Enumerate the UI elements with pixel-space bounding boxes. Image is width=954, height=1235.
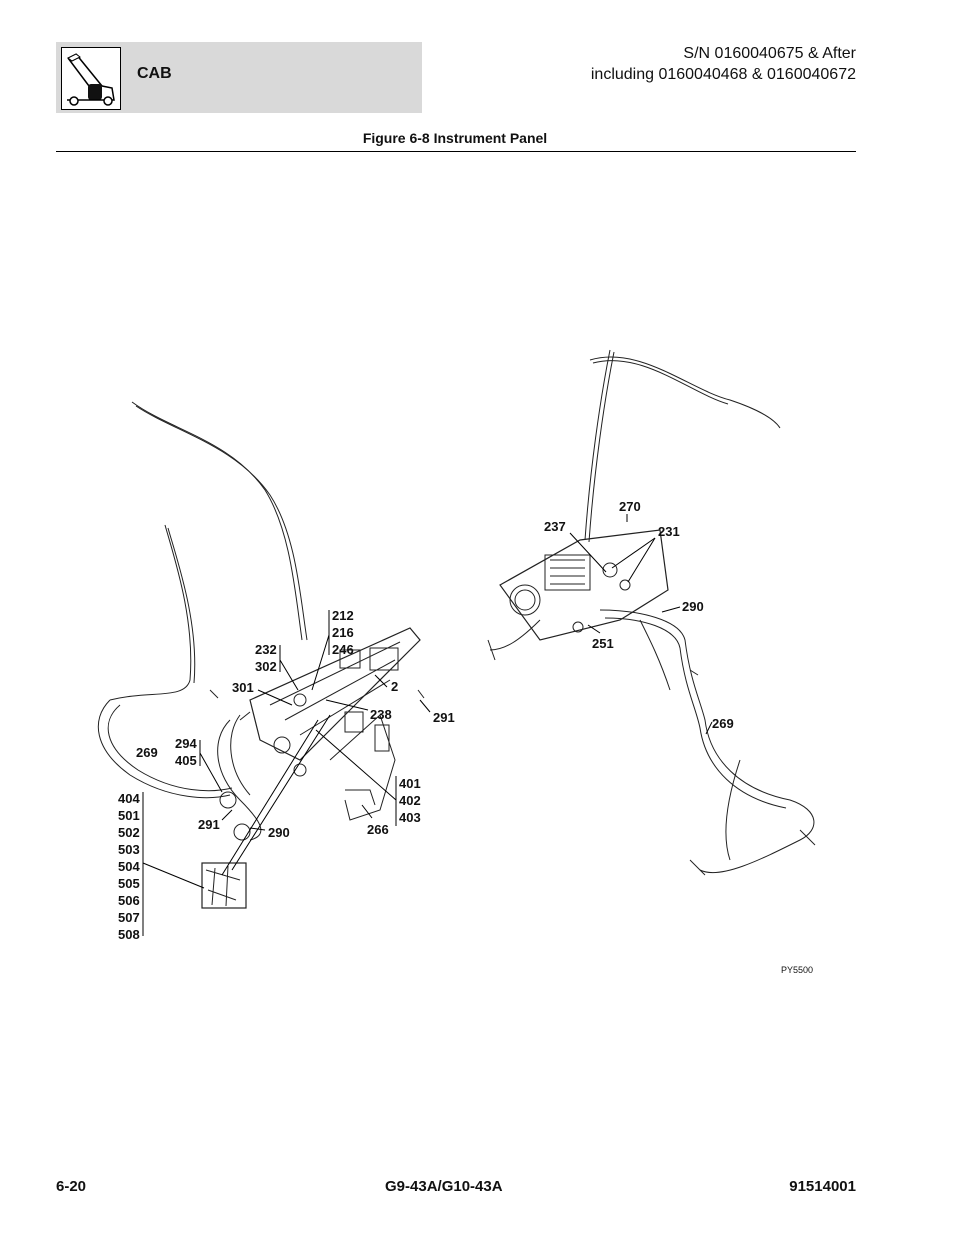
callout-302: 302	[255, 659, 277, 674]
callout-266: 266	[367, 822, 389, 837]
callout-503: 503	[118, 842, 140, 857]
callout-402: 402	[399, 793, 421, 808]
model-number: G9-43A/G10-43A	[385, 1178, 503, 1195]
callout-246: 246	[332, 642, 354, 657]
callout-group-294-405: 294 405	[175, 735, 197, 769]
header-rule	[56, 151, 856, 152]
callout-216: 216	[332, 625, 354, 640]
page-number: 6-20	[56, 1178, 87, 1195]
callout-269-right: 269	[712, 716, 734, 731]
callout-401: 401	[399, 776, 421, 791]
callout-238: 238	[370, 707, 392, 722]
callout-505: 505	[118, 876, 140, 891]
callout-507: 507	[118, 910, 140, 925]
serial-number-range: S/N 0160040675 & After including 0160040…	[591, 43, 856, 85]
figure-code: PY5500	[781, 965, 814, 975]
callout-404: 404	[118, 791, 140, 806]
callout-405: 405	[175, 753, 197, 768]
callout-508: 508	[118, 927, 140, 942]
callout-504: 504	[118, 859, 140, 874]
callout-290-right: 290	[682, 599, 704, 614]
callout-506: 506	[118, 893, 140, 908]
callout-291-upper: 291	[433, 710, 455, 725]
callout-294: 294	[175, 736, 197, 751]
callout-group-404-508: 404 501 502 503 504 505 506 507 508	[118, 790, 140, 943]
callout-2: 2	[391, 679, 399, 694]
callout-301: 301	[232, 680, 254, 695]
callout-251: 251	[592, 636, 614, 651]
callout-290-left: 290	[268, 825, 290, 840]
callout-502: 502	[118, 825, 140, 840]
serial-line-2: including 0160040468 & 0160040672	[590, 66, 856, 83]
callout-269-left: 269	[136, 745, 158, 760]
callout-237: 237	[544, 519, 566, 534]
callout-231: 231	[658, 524, 680, 539]
callout-403: 403	[399, 810, 421, 825]
callout-group-212-216-246: 212 216 246	[332, 607, 354, 658]
callout-group-232-302: 232 302	[255, 641, 277, 675]
serial-line-1: S/N 0160040675 & After	[683, 45, 856, 62]
section-title: CAB	[137, 65, 172, 82]
figure-title: Figure 6-8 Instrument Panel	[362, 130, 548, 146]
callout-270: 270	[619, 499, 641, 514]
telehandler-machine-icon	[61, 47, 121, 110]
part-number: 91514001	[789, 1178, 856, 1195]
callout-232: 232	[255, 642, 277, 657]
callout-291-lower: 291	[198, 817, 220, 832]
callout-212: 212	[332, 608, 354, 623]
callout-group-401-402-403: 401 402 403	[399, 775, 421, 826]
callout-501: 501	[118, 808, 140, 823]
